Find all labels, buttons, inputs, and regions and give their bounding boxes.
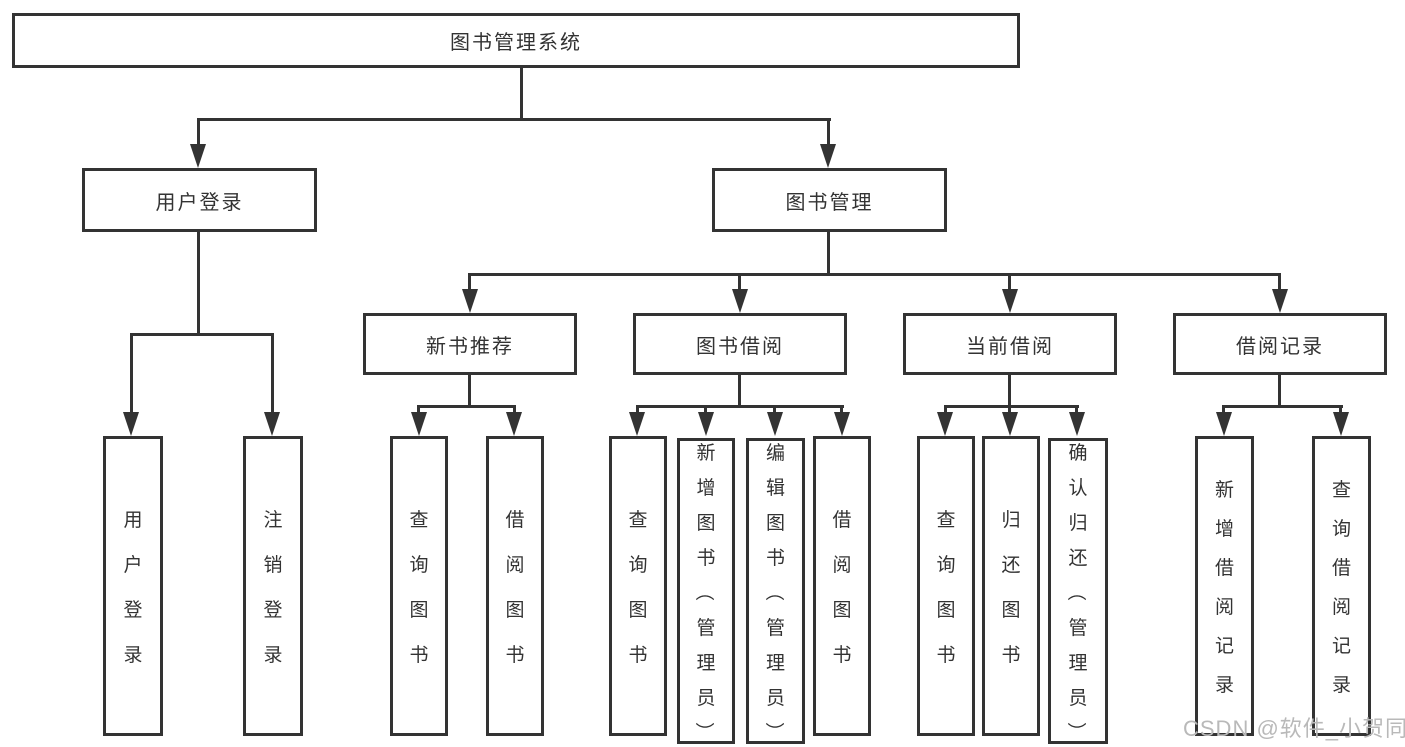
connector-line xyxy=(468,375,471,408)
connector-line xyxy=(1008,405,1011,417)
node-library-system-label: 图书管理系统 xyxy=(450,32,582,54)
node-leaf-borrow-book-1: 借阅图书 xyxy=(486,436,544,736)
connector-line xyxy=(636,405,844,408)
node-leaf-add-borrow-record: 新增借阅记录 xyxy=(1195,436,1254,736)
connector-line xyxy=(738,273,741,293)
node-user-login-label: 用户登录 xyxy=(155,191,244,214)
node-new-book-recommend: 新书推荐 xyxy=(363,313,577,375)
connector-line xyxy=(513,405,516,417)
node-leaf-borrow-book-2-label: 借阅图书 xyxy=(832,510,852,666)
node-leaf-edit-book-admin: 编辑图书（管理员） xyxy=(746,438,805,744)
node-current-borrow: 当前借阅 xyxy=(903,313,1117,375)
node-leaf-logout: 注销登录 xyxy=(243,436,303,736)
arrow-down-icon xyxy=(190,144,206,168)
node-borrow-record: 借阅记录 xyxy=(1173,313,1387,375)
arrow-down-icon xyxy=(1069,412,1085,436)
arrow-down-icon xyxy=(506,412,522,436)
node-leaf-edit-book-admin-label: 编辑图书（管理员） xyxy=(762,442,785,741)
node-leaf-confirm-return-admin: 确认归还（管理员） xyxy=(1048,438,1108,744)
connector-line xyxy=(1223,405,1343,408)
connector-line xyxy=(468,273,1281,276)
node-leaf-query-borrow-record: 查询借阅记录 xyxy=(1312,436,1371,736)
arrow-down-icon xyxy=(1002,289,1018,313)
connector-line xyxy=(1278,273,1281,293)
connector-line xyxy=(840,405,843,417)
connector-line xyxy=(468,273,471,293)
connector-line xyxy=(827,232,830,276)
node-user-login: 用户登录 xyxy=(82,168,317,232)
connector-line xyxy=(130,333,133,415)
arrow-down-icon xyxy=(629,412,645,436)
connector-line xyxy=(197,118,200,148)
connector-line xyxy=(197,232,200,336)
connector-line xyxy=(827,118,830,148)
arrow-down-icon xyxy=(834,412,850,436)
arrow-down-icon xyxy=(411,412,427,436)
connector-line xyxy=(944,405,947,417)
connector-line xyxy=(417,405,516,408)
node-leaf-query-book-1-label: 查询图书 xyxy=(409,510,429,666)
connector-line xyxy=(738,375,741,408)
connector-line xyxy=(130,333,274,336)
node-leaf-user-login-label: 用户登录 xyxy=(123,510,143,666)
node-leaf-query-borrow-record-label: 查询借阅记录 xyxy=(1331,480,1351,696)
csdn-watermark: CSDN @软件_小贺同学 xyxy=(1183,716,1405,741)
node-leaf-query-book-2: 查询图书 xyxy=(609,436,667,736)
node-book-management: 图书管理 xyxy=(712,168,947,232)
connector-line xyxy=(1075,405,1078,417)
connector-line xyxy=(1278,375,1281,408)
connector-line xyxy=(704,405,707,417)
connector-line xyxy=(773,405,776,417)
node-leaf-query-book-2-label: 查询图书 xyxy=(628,510,648,666)
connector-line xyxy=(1008,273,1011,293)
node-leaf-add-book-admin-label: 新增图书（管理员） xyxy=(693,442,716,741)
node-leaf-logout-label: 注销登录 xyxy=(263,510,283,666)
node-leaf-query-book-3: 查询图书 xyxy=(917,436,975,736)
node-book-borrow: 图书借阅 xyxy=(633,313,847,375)
connector-line xyxy=(636,405,639,417)
arrow-down-icon xyxy=(767,412,783,436)
connector-line xyxy=(1222,405,1225,417)
connector-line xyxy=(944,405,1079,408)
arrow-down-icon xyxy=(264,412,280,436)
node-leaf-return-book: 归还图书 xyxy=(982,436,1040,736)
node-leaf-borrow-book-2: 借阅图书 xyxy=(813,436,871,736)
arrow-down-icon xyxy=(698,412,714,436)
connector-line xyxy=(1339,405,1342,417)
arrow-down-icon xyxy=(732,289,748,313)
node-leaf-query-book-3-label: 查询图书 xyxy=(936,510,956,666)
connector-line xyxy=(1008,375,1011,408)
connector-line xyxy=(271,333,274,415)
connector-line xyxy=(417,405,420,417)
node-leaf-add-book-admin: 新增图书（管理员） xyxy=(677,438,735,744)
node-book-borrow-label: 图书借阅 xyxy=(696,335,784,358)
arrow-down-icon xyxy=(1333,412,1349,436)
node-leaf-confirm-return-admin-label: 确认归还（管理员） xyxy=(1065,442,1088,741)
node-library-system: 图书管理系统 xyxy=(12,13,1020,68)
arrow-down-icon xyxy=(1272,289,1288,313)
node-book-management-label: 图书管理 xyxy=(785,191,874,214)
arrow-down-icon xyxy=(1002,412,1018,436)
node-leaf-return-book-label: 归还图书 xyxy=(1001,510,1021,666)
node-borrow-record-label: 借阅记录 xyxy=(1236,335,1324,358)
arrow-down-icon xyxy=(462,289,478,313)
node-leaf-add-borrow-record-label: 新增借阅记录 xyxy=(1214,480,1234,696)
node-leaf-user-login: 用户登录 xyxy=(103,436,163,736)
connector-line xyxy=(197,118,831,121)
node-leaf-query-book-1: 查询图书 xyxy=(390,436,448,736)
arrow-down-icon xyxy=(1216,412,1232,436)
arrow-down-icon xyxy=(123,412,139,436)
arrow-down-icon xyxy=(820,144,836,168)
node-leaf-borrow-book-1-label: 借阅图书 xyxy=(505,510,525,666)
connector-line xyxy=(520,68,523,120)
node-current-borrow-label: 当前借阅 xyxy=(966,335,1054,358)
arrow-down-icon xyxy=(937,412,953,436)
node-new-book-recommend-label: 新书推荐 xyxy=(426,335,514,358)
